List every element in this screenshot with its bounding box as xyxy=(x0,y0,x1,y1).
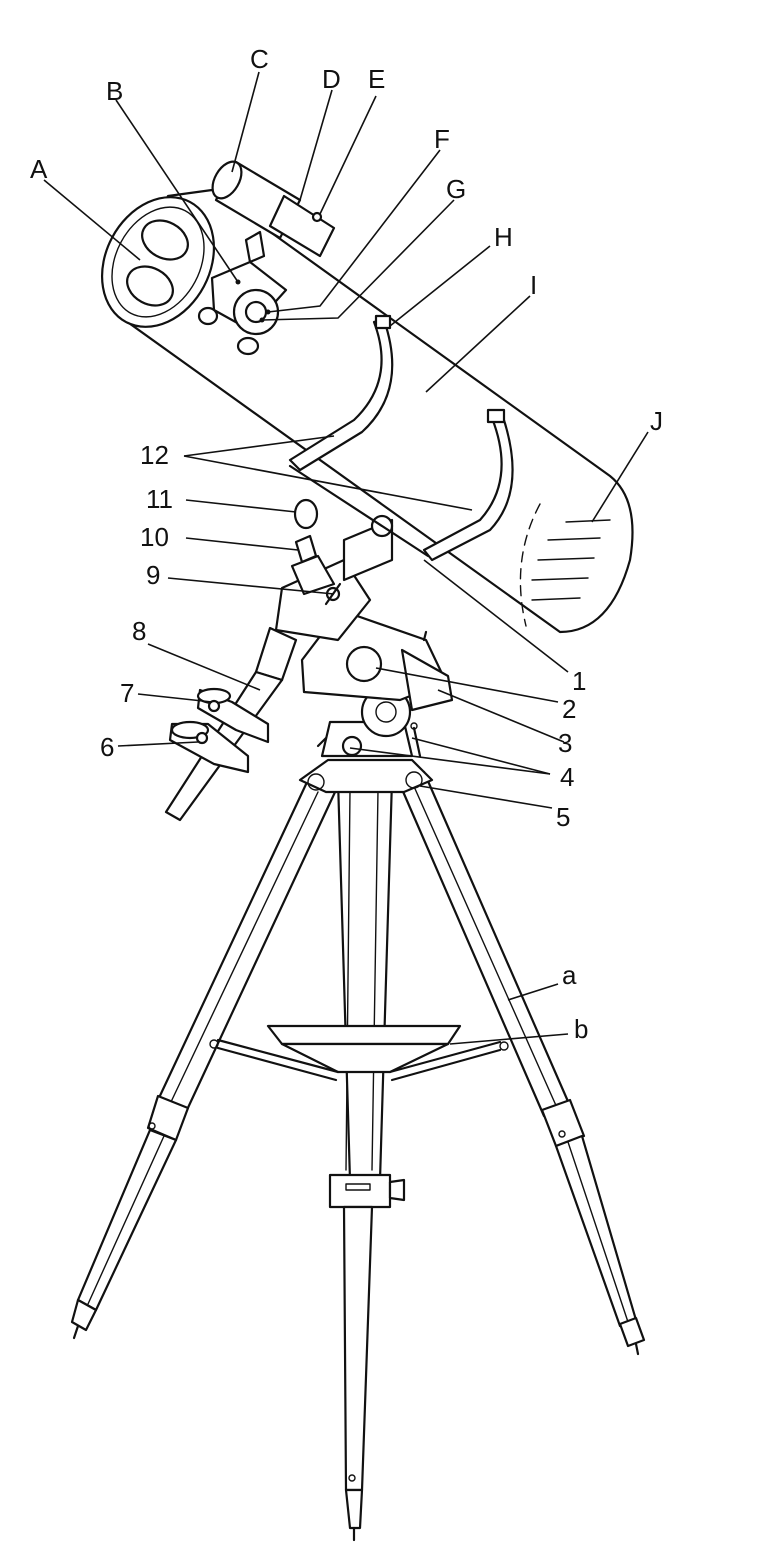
label-11: 11 xyxy=(146,484,173,514)
label-5: 5 xyxy=(556,802,570,832)
equatorial-mount xyxy=(164,498,454,822)
optical-tube xyxy=(100,160,634,634)
label-A: A xyxy=(30,154,48,184)
label-C: C xyxy=(250,44,269,74)
label-12: 12 xyxy=(140,440,169,470)
leader-lines xyxy=(43,71,649,1045)
finderscope xyxy=(211,160,336,264)
tripod-left-leg xyxy=(70,778,338,1340)
accessory-tray xyxy=(209,1024,509,1082)
dust-cap xyxy=(100,196,216,328)
focuser xyxy=(197,260,288,356)
label-3: 3 xyxy=(558,728,572,758)
label-H: H xyxy=(494,222,513,252)
label-B: B xyxy=(106,76,123,106)
label-9: 9 xyxy=(146,560,160,590)
label-G: G xyxy=(446,174,466,204)
label-F: F xyxy=(434,124,450,154)
label-a: a xyxy=(562,960,577,990)
label-J: J xyxy=(650,406,663,436)
tripod-right-leg xyxy=(396,770,646,1356)
label-I: I xyxy=(530,270,537,300)
label-8: 8 xyxy=(132,616,146,646)
label-D: D xyxy=(322,64,341,94)
label-10: 10 xyxy=(140,522,169,552)
label-1: 1 xyxy=(572,666,586,696)
label-b: b xyxy=(574,1014,588,1044)
label-E: E xyxy=(368,64,385,94)
tripod-center-leg xyxy=(328,778,406,1542)
tube-rings xyxy=(288,314,514,562)
part-labels: A B C D E F G H I J 12 11 10 9 8 7 6 1 2… xyxy=(30,44,663,1044)
label-2: 2 xyxy=(562,694,576,724)
label-7: 7 xyxy=(120,678,134,708)
counterweights xyxy=(168,687,270,774)
label-4: 4 xyxy=(560,762,574,792)
tripod-head xyxy=(298,758,434,794)
tripod xyxy=(70,758,646,1542)
label-6: 6 xyxy=(100,732,114,762)
